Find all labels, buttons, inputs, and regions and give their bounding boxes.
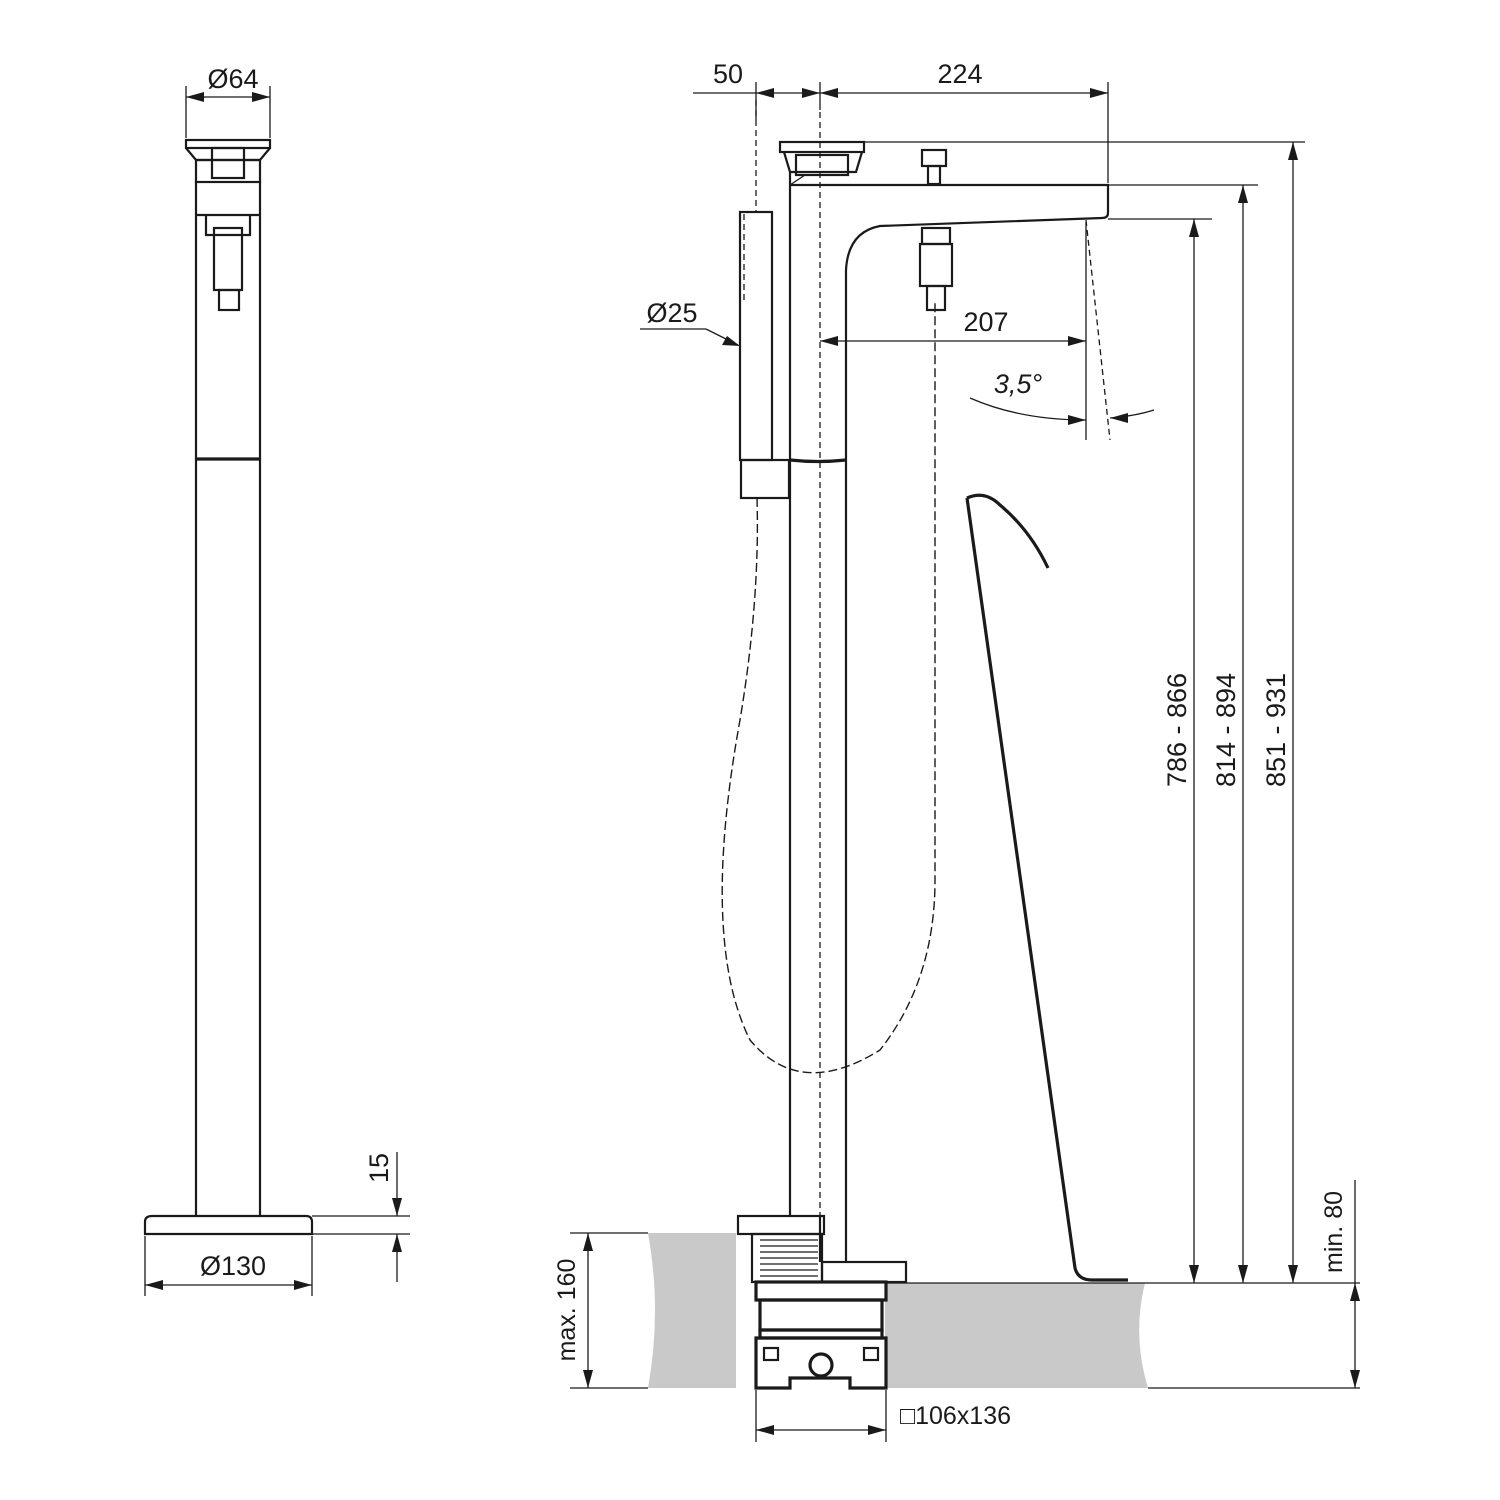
label-height-3: 851 - 931 (1261, 673, 1291, 787)
tub-rim-curve (966, 493, 1050, 569)
label-spout-angle: 3,5° (994, 369, 1043, 399)
base-cover (736, 1214, 826, 1236)
floor-section-left (648, 1233, 736, 1388)
dim-arrow (1068, 336, 1086, 346)
column-joint (789, 458, 847, 464)
label-height-2: 814 - 894 (1211, 673, 1241, 787)
dim-arrow (294, 1280, 312, 1290)
dim-arrow (1238, 185, 1248, 203)
dim-arrow (186, 92, 204, 102)
dim-arrow (820, 88, 838, 98)
label-spout-reach: 207 (963, 307, 1008, 337)
dim-arrow (583, 1233, 593, 1251)
popup-knob (920, 148, 948, 168)
dim-arrow (1189, 219, 1199, 237)
diverter-body (782, 151, 864, 174)
label-base-diameter: Ø130 (200, 1251, 266, 1281)
side-spout-outlet (212, 226, 244, 292)
side-base-plate (143, 1214, 314, 1236)
hose (721, 300, 936, 1074)
label-top-diameter: Ø64 (207, 64, 258, 94)
angle-line (1085, 219, 1111, 441)
handshower (738, 210, 774, 462)
side-top-cap (184, 138, 272, 150)
dim-arrow (1350, 1283, 1360, 1301)
side-knob-collar (194, 158, 262, 184)
inlet-connection (808, 1352, 834, 1378)
thread-lines (760, 1239, 818, 1277)
dim-arrow (1238, 1265, 1248, 1283)
dim-arrow (392, 1234, 402, 1252)
side-knob (210, 146, 246, 180)
dim-arrow (1090, 88, 1108, 98)
label-min-depth: min. 80 (1320, 1191, 1348, 1273)
label-handshower-diameter: Ø25 (646, 298, 697, 328)
dim-arrow (756, 88, 774, 98)
column-lower (788, 460, 848, 1262)
dim-arrow (392, 1198, 402, 1216)
diverter-cap (778, 140, 866, 154)
rough-in-box (754, 1336, 888, 1390)
handshower-holder (739, 458, 791, 500)
dim-arrow (252, 92, 270, 102)
dim-arrow (820, 336, 838, 346)
side-lever (204, 215, 252, 237)
label-height-1: 786 - 866 (1162, 673, 1192, 787)
fixing-nut (862, 1346, 880, 1362)
label-base-thickness: 15 (364, 1153, 394, 1183)
dim-arrow (722, 336, 740, 346)
side-cap-bevel (185, 147, 271, 162)
dim-arrow (1189, 1265, 1199, 1283)
dim-arrow (756, 1425, 774, 1435)
side-view: Ø64 Ø130 15 (143, 64, 410, 1296)
spout-aerator (925, 284, 947, 312)
side-upper-body (194, 182, 262, 460)
spout-outlet (918, 242, 954, 288)
side-column (194, 460, 262, 1215)
label-box-size: □106x136 (900, 1402, 1011, 1430)
fixing-nut (762, 1346, 780, 1362)
dim-arrow (145, 1280, 163, 1290)
side-aerator (217, 288, 241, 312)
floor-section-right (885, 1283, 1148, 1388)
dim-arrow (868, 1425, 886, 1435)
dim-arrow (583, 1370, 593, 1388)
front-view: 50 224 Ø25 207 3,5° 786 - 866 814 - 894 (553, 59, 1360, 1442)
spout (790, 183, 1110, 460)
dim-arrow (1350, 1370, 1360, 1388)
spout-bevel (789, 174, 806, 186)
diverter-ring (794, 153, 850, 177)
label-handshower-offset: 50 (713, 59, 743, 89)
dim-arrow (1288, 1265, 1298, 1283)
popup-stem (926, 164, 942, 186)
base-flange (820, 1260, 908, 1284)
dim-arrow (1068, 415, 1086, 425)
label-max-depth: max. 160 (553, 1259, 581, 1362)
label-spout-reach-top: 224 (937, 59, 982, 89)
dim-arrow (1288, 142, 1298, 160)
dim-arrow (1110, 413, 1128, 423)
spout-outlet-collar (920, 226, 952, 246)
dim-arrow (802, 88, 820, 98)
rough-in-top (754, 1280, 888, 1302)
tub-wall (965, 497, 1128, 1282)
rough-in-body (758, 1298, 884, 1332)
